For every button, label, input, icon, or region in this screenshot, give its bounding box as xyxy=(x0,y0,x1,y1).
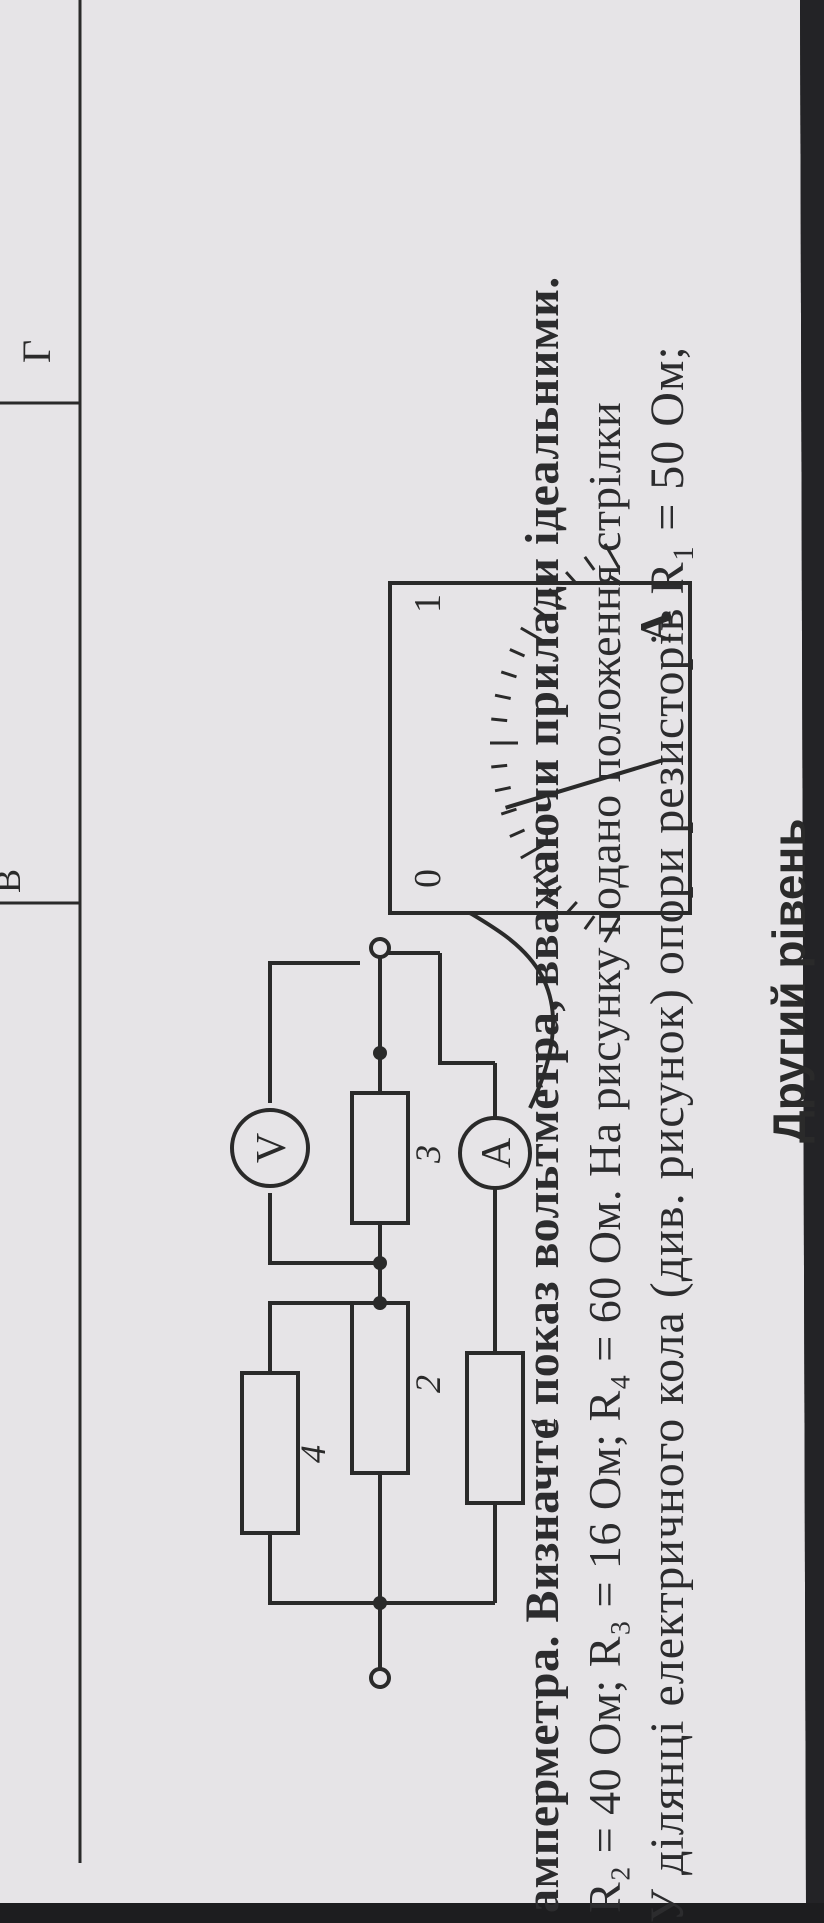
dial-tick xyxy=(509,648,526,658)
dial-tick xyxy=(603,917,621,943)
dial-tick xyxy=(564,571,578,585)
resistor-label-2: 2 xyxy=(408,1375,448,1393)
ammeter-symbol: A xyxy=(474,1137,520,1168)
resistor-4 xyxy=(240,1371,300,1535)
terminal-left xyxy=(369,1667,391,1689)
dial-tick xyxy=(494,693,511,700)
dial-scale-ticks xyxy=(490,543,621,943)
dial-tick xyxy=(494,786,511,793)
resistor-label-4: 4 xyxy=(293,1445,333,1463)
dial-tick xyxy=(491,763,508,769)
ammeter-icon xyxy=(458,1116,532,1190)
resistor-label-3: 3 xyxy=(408,1145,448,1164)
resistor-1 xyxy=(465,1351,525,1505)
dial-tick xyxy=(548,885,562,899)
dial-tick xyxy=(533,867,548,880)
dial-tick xyxy=(533,606,548,619)
dial-tick xyxy=(603,543,621,569)
dial-scale-min: 0 xyxy=(407,869,449,888)
resistor-label-1: 1 xyxy=(523,1415,563,1433)
resistor-2 xyxy=(350,1301,410,1475)
resistor-3 xyxy=(350,1091,410,1225)
dial-tick xyxy=(500,670,517,679)
dial-tick xyxy=(583,556,596,571)
dial-tick xyxy=(520,626,546,644)
answer-letter-v: В xyxy=(0,869,28,893)
dial-needle xyxy=(504,758,664,810)
ammeter-dial-box xyxy=(388,581,692,915)
dial-tick xyxy=(583,915,596,930)
dial-tick xyxy=(548,587,562,601)
dial-unit: A xyxy=(631,611,680,643)
dial-tick xyxy=(520,842,546,860)
voltmeter-symbol: V xyxy=(249,1133,295,1163)
dial-tick xyxy=(564,901,578,915)
dial-scale-max: 1 xyxy=(407,594,449,613)
dial-tick xyxy=(500,807,517,816)
terminal-right xyxy=(369,937,391,959)
dial-tick xyxy=(509,828,526,838)
voltmeter-icon xyxy=(230,1108,310,1188)
dial-tick xyxy=(491,717,508,723)
answer-letter-g: Г xyxy=(14,340,59,363)
